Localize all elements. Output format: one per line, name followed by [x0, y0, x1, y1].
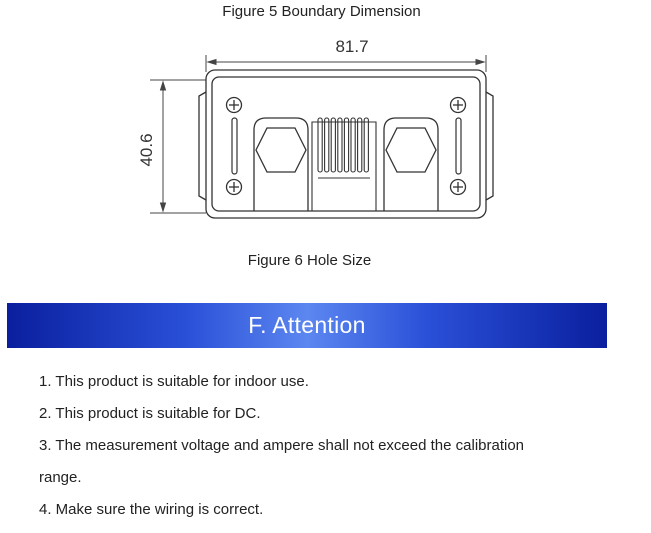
height-label: 40.6 [137, 133, 156, 166]
terminal-right [383, 117, 439, 211]
vent-grille [311, 117, 377, 211]
width-dimension [205, 55, 487, 72]
vent-slat [330, 117, 336, 173]
screw-icon [449, 178, 467, 196]
device-outline [198, 69, 494, 219]
vent-slat [363, 117, 369, 173]
vent-slat [324, 117, 330, 173]
list-item: range. [39, 469, 82, 486]
vent-slat [337, 117, 343, 173]
screw-icon [225, 178, 243, 196]
figure-5-caption: Figure 5 Boundary Dimension [222, 3, 421, 20]
vent-slat [317, 117, 323, 173]
screw-icon [225, 96, 243, 114]
boundary-dimension-drawing: 81.7 40.6 [137, 37, 494, 219]
list-item: 3. The measurement voltage and ampere sh… [39, 437, 525, 454]
list-item: 4. Make sure the wiring is correct. [39, 501, 264, 518]
terminal-left [253, 117, 309, 211]
list-item: 2. This product is suitable for DC. [39, 405, 261, 422]
attention-banner: F. Attention [7, 303, 607, 348]
attention-list: 1. This product is suitable for indoor u… [39, 366, 619, 526]
width-label: 81.7 [335, 37, 368, 56]
list-item: 1. This product is suitable for indoor u… [39, 373, 309, 390]
attention-title: F. Attention [248, 312, 366, 338]
vent-slat [343, 117, 350, 173]
figure-6-caption: Figure 6 Hole Size [247, 252, 372, 269]
height-dimension [150, 79, 206, 214]
vent-slat [350, 117, 356, 173]
screw-icon [449, 96, 467, 114]
vent-slat [357, 117, 363, 173]
side-slot [231, 117, 462, 175]
